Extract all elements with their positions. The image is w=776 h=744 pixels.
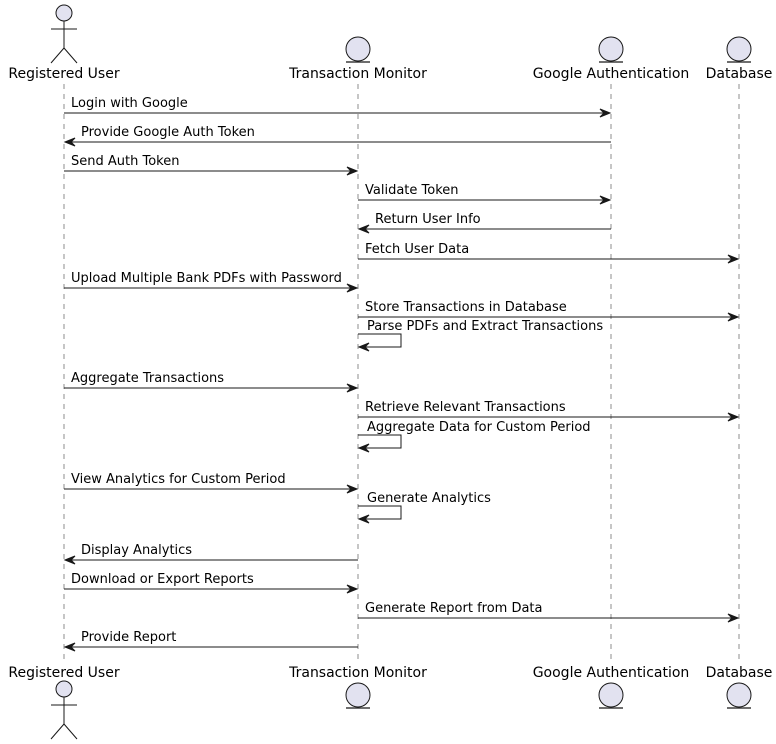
transaction-monitor-entity-icon [345, 682, 371, 709]
message-2-provide-google-auth-token: Provide Google Auth Token [63, 125, 611, 147]
message-label: Provide Report [81, 630, 176, 645]
message-5-return-user-info: Return User Info [357, 212, 611, 234]
database-entity-icon [726, 36, 752, 63]
participant-label: Database [706, 665, 773, 681]
message-17-generate-report-from-data: Generate Report from Data [358, 601, 740, 623]
message-label: Store Transactions in Database [365, 300, 567, 315]
message-label: Generate Analytics [367, 491, 491, 506]
message-label: Aggregate Transactions [71, 371, 224, 386]
participant-label: Database [706, 66, 773, 82]
arrowhead [346, 383, 359, 393]
message-label: Generate Report from Data [365, 601, 543, 616]
message-18-provide-report: Provide Report [63, 630, 358, 652]
message-label: Return User Info [375, 212, 481, 227]
message-4-validate-token: Validate Token [358, 183, 612, 205]
message-label: Fetch User Data [365, 242, 469, 257]
arrowhead [346, 584, 359, 594]
arrowhead [346, 166, 359, 176]
participant-label: Transaction Monitor [288, 66, 427, 82]
arrowhead [357, 342, 370, 352]
registered-user-actor-icon [50, 4, 78, 64]
message-15-display-analytics: Display Analytics [63, 543, 358, 565]
arrowhead [599, 195, 612, 205]
arrowhead [727, 613, 740, 623]
message-11-retrieve-relevant-transactions: Retrieve Relevant Transactions [358, 400, 740, 422]
message-12-aggregate-data-for-custom-period: Aggregate Data for Custom Period [357, 420, 591, 453]
message-label: Login with Google [71, 96, 188, 111]
message-label: Send Auth Token [71, 154, 179, 169]
participant-transaction-monitor-bottom[interactable]: Transaction Monitor [288, 665, 427, 709]
message-label: Retrieve Relevant Transactions [365, 400, 566, 415]
message-label: Validate Token [365, 183, 459, 198]
message-9-parse-pdfs-and-extract-transactions: Parse PDFs and Extract Transactions [357, 319, 603, 352]
participant-label: Google Authentication [533, 665, 690, 681]
self-message-arrow [358, 333, 402, 348]
google-authentication-entity-icon [598, 682, 624, 709]
transaction-monitor-entity-icon [345, 36, 371, 63]
arrowhead [63, 642, 76, 652]
participant-database-bottom[interactable]: Database [706, 665, 773, 709]
participant-label: Google Authentication [533, 66, 690, 82]
arrowhead [346, 484, 359, 494]
message-label: View Analytics for Custom Period [71, 472, 286, 487]
participant-label: Registered User [8, 665, 119, 681]
message-6-fetch-user-data: Fetch User Data [358, 242, 740, 264]
message-13-view-analytics-for-custom-period: View Analytics for Custom Period [64, 472, 359, 494]
participant-label: Registered User [8, 66, 119, 82]
participant-google-authentication-top[interactable]: Google Authentication [533, 36, 690, 82]
message-14-generate-analytics: Generate Analytics [357, 491, 491, 524]
arrowhead [727, 312, 740, 322]
participant-registered-user-top[interactable]: Registered User [8, 4, 120, 82]
message-7-upload-multiple-bank-pdfs-with-password: Upload Multiple Bank PDFs with Password [64, 271, 359, 293]
arrowhead [63, 137, 76, 147]
arrowhead [346, 283, 359, 293]
arrowhead [63, 555, 76, 565]
participant-database-top[interactable]: Database [706, 36, 773, 82]
message-1-login-with-google: Login with Google [64, 96, 612, 118]
message-label: Upload Multiple Bank PDFs with Password [71, 271, 342, 286]
message-3-send-auth-token: Send Auth Token [64, 154, 359, 176]
google-authentication-entity-icon [598, 36, 624, 63]
message-8-store-transactions-in-database: Store Transactions in Database [358, 300, 740, 322]
participant-google-authentication-bottom[interactable]: Google Authentication [533, 665, 690, 709]
participant-label: Transaction Monitor [288, 665, 427, 681]
arrowhead [357, 443, 370, 453]
arrowhead [599, 108, 612, 118]
arrowhead [357, 224, 370, 234]
lifelines [63, 84, 740, 662]
participant-transaction-monitor-top[interactable]: Transaction Monitor [288, 36, 427, 82]
message-label: Download or Export Reports [71, 572, 254, 587]
database-entity-icon [726, 682, 752, 709]
self-message-arrow [358, 505, 402, 520]
arrowhead [727, 412, 740, 422]
message-label: Parse PDFs and Extract Transactions [367, 319, 603, 334]
message-16-download-or-export-reports: Download or Export Reports [64, 572, 359, 594]
arrowhead [357, 514, 370, 524]
message-label: Provide Google Auth Token [81, 125, 255, 140]
message-label: Aggregate Data for Custom Period [367, 420, 591, 435]
message-10-aggregate-transactions: Aggregate Transactions [64, 371, 359, 393]
participant-registered-user-bottom[interactable]: Registered User [8, 665, 120, 740]
registered-user-actor-icon [50, 680, 78, 740]
message-label: Display Analytics [81, 543, 192, 558]
self-message-arrow [358, 434, 402, 449]
arrowhead [727, 254, 740, 264]
